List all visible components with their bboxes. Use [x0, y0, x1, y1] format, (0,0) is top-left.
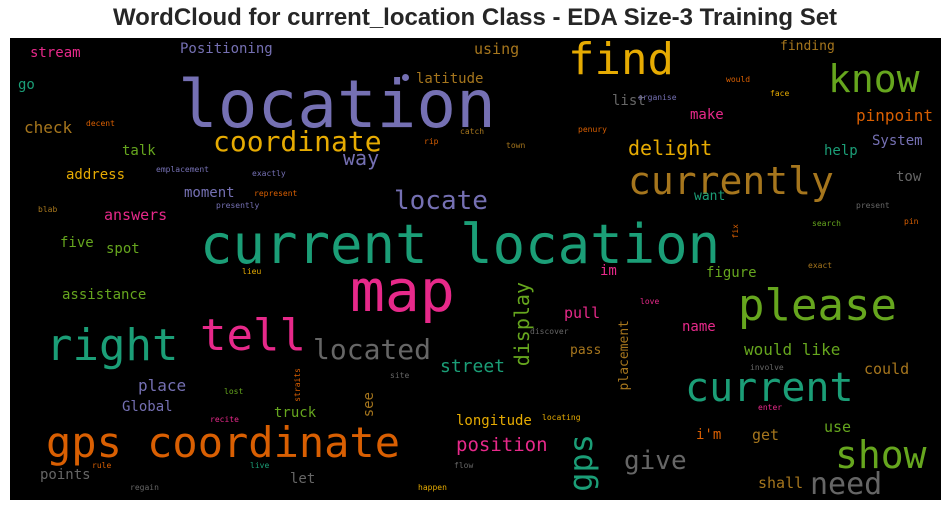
- word-name: name: [682, 319, 716, 335]
- word-cloud: current location location map gps coordi…: [10, 38, 941, 500]
- word-gps-coordinate: gps coordinate: [46, 418, 401, 467]
- word-pinpoint: pinpoint: [856, 106, 934, 125]
- word-right: right: [46, 320, 179, 371]
- word-answers: answers: [104, 206, 168, 224]
- word-need: need: [810, 467, 883, 500]
- word-latitude: latitude: [416, 71, 484, 87]
- word-see: see: [361, 392, 377, 418]
- chart-title: WordCloud for current_location Class - E…: [112, 4, 838, 31]
- word-would: would: [726, 75, 751, 84]
- word-positioning: Positioning: [180, 41, 273, 57]
- word-presently: presently: [216, 201, 260, 210]
- word-delight: delight: [628, 136, 713, 160]
- word-involve: involve: [750, 363, 784, 372]
- word-site: site: [390, 371, 410, 380]
- word-points: points: [40, 467, 91, 483]
- dot-mark: [402, 74, 409, 81]
- word-enter: enter: [758, 403, 783, 412]
- word-emplacement: emplacement: [156, 165, 209, 174]
- word-talk: talk: [122, 143, 156, 159]
- word-represent: represent: [254, 189, 298, 198]
- word-global: Global: [122, 399, 173, 415]
- word-place: place: [138, 376, 187, 395]
- word-exactly: exactly: [252, 169, 286, 178]
- word-moment: moment: [184, 185, 235, 201]
- word-catch: catch: [460, 127, 485, 136]
- word-go: go: [18, 77, 35, 93]
- word-spot: spot: [106, 241, 140, 257]
- word-would-like: would like: [744, 340, 841, 359]
- word-pass: pass: [570, 343, 602, 358]
- word-rip: town: [506, 141, 526, 150]
- word-locating: locating: [542, 413, 581, 422]
- word-tow: tow: [896, 169, 922, 185]
- word-pin: pin: [904, 217, 919, 226]
- word-street: street: [440, 356, 506, 377]
- word-blab: blab: [38, 205, 58, 214]
- word-regain: regain: [130, 483, 159, 492]
- word-decent: decent: [86, 119, 115, 128]
- word-current-location: current location: [200, 213, 721, 276]
- word-could: could: [864, 360, 910, 378]
- word-straits: straits: [293, 368, 302, 402]
- word-im-apostrophe: i'm: [696, 427, 722, 443]
- word-currently: currently: [628, 159, 834, 203]
- word-way: way: [343, 146, 380, 170]
- word-finding: finding: [780, 39, 835, 54]
- word-find: find: [568, 38, 674, 85]
- word-fix: fix: [731, 224, 740, 239]
- word-position: position: [456, 434, 548, 456]
- word-flow: flow: [454, 461, 474, 470]
- word-make: make: [690, 107, 724, 123]
- word-help: help: [824, 143, 858, 159]
- word-live: live: [250, 461, 270, 470]
- word-recite: recite: [210, 415, 239, 424]
- word-please: please: [738, 280, 897, 331]
- word-rule: rule: [92, 461, 112, 470]
- word-give: give: [624, 446, 687, 476]
- word-gps: gps: [562, 434, 600, 492]
- word-using: using: [474, 40, 520, 58]
- word-use: use: [824, 418, 852, 436]
- word-know: know: [828, 57, 920, 101]
- word-locate: locate: [394, 186, 488, 216]
- word-love: love: [640, 297, 660, 306]
- word-five: five: [60, 235, 94, 251]
- word-placement: placement: [617, 320, 632, 391]
- word-lost: lost: [224, 387, 244, 396]
- word-assistance: assistance: [62, 287, 147, 303]
- word-tell: tell: [200, 310, 306, 361]
- word-list: list: [612, 93, 646, 109]
- word-search: search: [812, 219, 841, 228]
- word-get: get: [752, 426, 780, 444]
- word-town: rip: [424, 137, 439, 146]
- word-im: im: [600, 263, 617, 279]
- word-current: current: [685, 365, 854, 411]
- word-shall: shall: [758, 474, 804, 492]
- word-penury: penury: [578, 125, 607, 134]
- word-exact: exact: [808, 261, 833, 270]
- word-longitude: longitude: [456, 413, 532, 429]
- word-want: want: [694, 189, 726, 204]
- word-organise: organise: [638, 93, 677, 102]
- word-pull: pull: [564, 304, 601, 322]
- word-figure: figure: [706, 265, 757, 281]
- word-display: display: [510, 282, 534, 367]
- word-let: let: [290, 471, 316, 487]
- word-located: located: [313, 333, 432, 366]
- word-happen: happen: [418, 483, 447, 492]
- word-address: address: [66, 167, 126, 183]
- word-present: present: [856, 201, 890, 210]
- word-map: map: [350, 257, 455, 325]
- word-check: check: [24, 118, 73, 137]
- word-lieu: lieu: [242, 267, 262, 276]
- word-truck: truck: [274, 405, 317, 421]
- word-stream: stream: [30, 45, 81, 61]
- word-face: face: [770, 89, 790, 98]
- word-show: show: [835, 433, 927, 477]
- word-system: System: [872, 133, 923, 149]
- word-coordinate: coordinate: [213, 125, 382, 158]
- word-location: location: [178, 66, 496, 143]
- word-discover: discover: [530, 327, 569, 336]
